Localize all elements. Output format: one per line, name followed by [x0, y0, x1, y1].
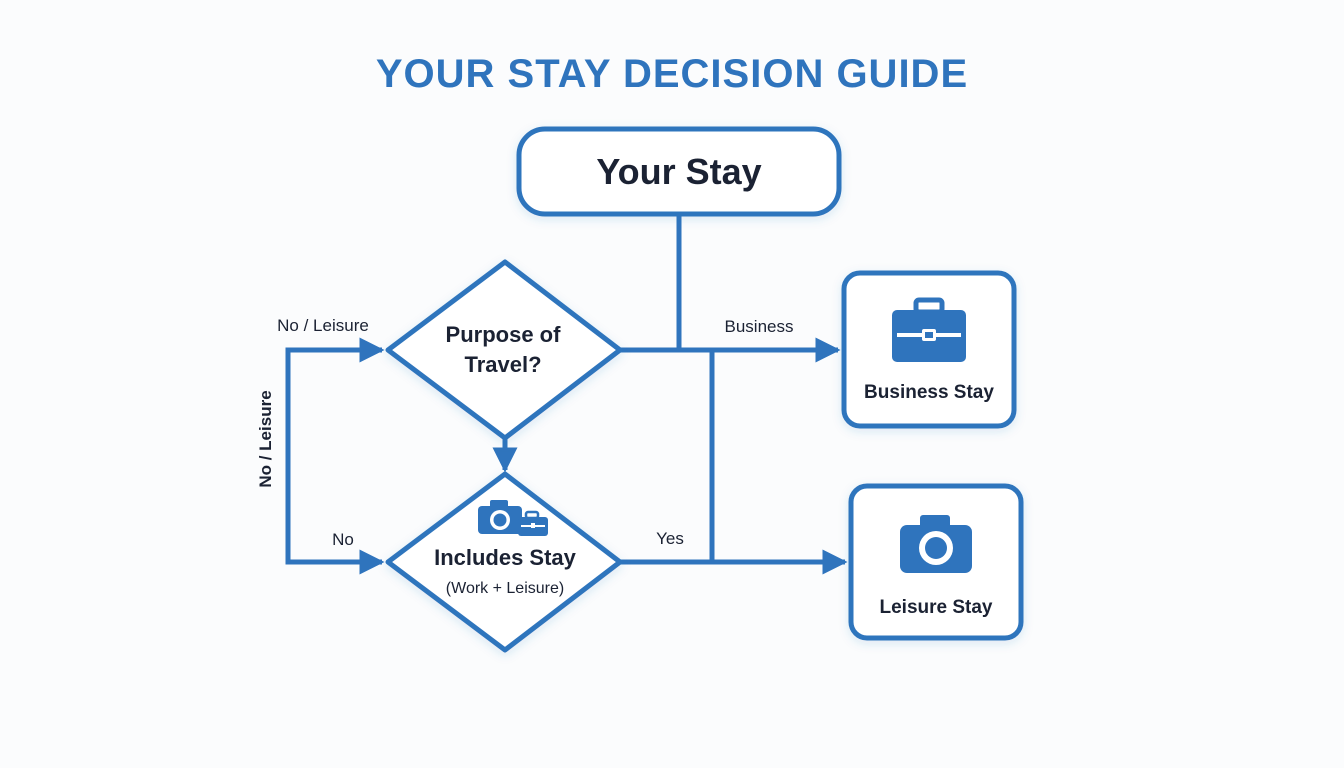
edge-label-no-leisure-vertical: No / Leisure [256, 390, 275, 487]
briefcase-icon [892, 297, 966, 362]
edge-label-business: Business [725, 317, 794, 336]
node-includes-decision: Includes Stay (Work + Leisure) [385, 471, 623, 653]
page-title: YOUR STAY DECISION GUIDE [375, 52, 969, 96]
node-purpose-line2: Travel? [464, 352, 541, 377]
edge-label-no: No [332, 530, 354, 549]
node-start-label: Your Stay [596, 151, 761, 192]
edge-label-yes: Yes [656, 529, 684, 548]
camera-icon [900, 515, 972, 573]
node-leisure-label: Leisure Stay [880, 597, 993, 618]
node-purpose-line1: Purpose of [446, 322, 562, 347]
node-includes-line1: Includes Stay [434, 545, 577, 570]
node-business-label: Business Stay [864, 382, 994, 403]
node-leisure-stay: Leisure Stay [848, 483, 1024, 641]
briefcase-icon [518, 510, 548, 536]
connectors [285, 214, 848, 575]
camera-icon [478, 500, 522, 534]
node-start: Your Stay [516, 126, 842, 217]
node-business-stay: Business Stay [841, 270, 1017, 429]
edge-label-no-leisure-top: No / Leisure [277, 316, 369, 335]
node-includes-line2: (Work + Leisure) [446, 580, 564, 597]
node-purpose-decision: Purpose of Travel? [385, 259, 623, 441]
